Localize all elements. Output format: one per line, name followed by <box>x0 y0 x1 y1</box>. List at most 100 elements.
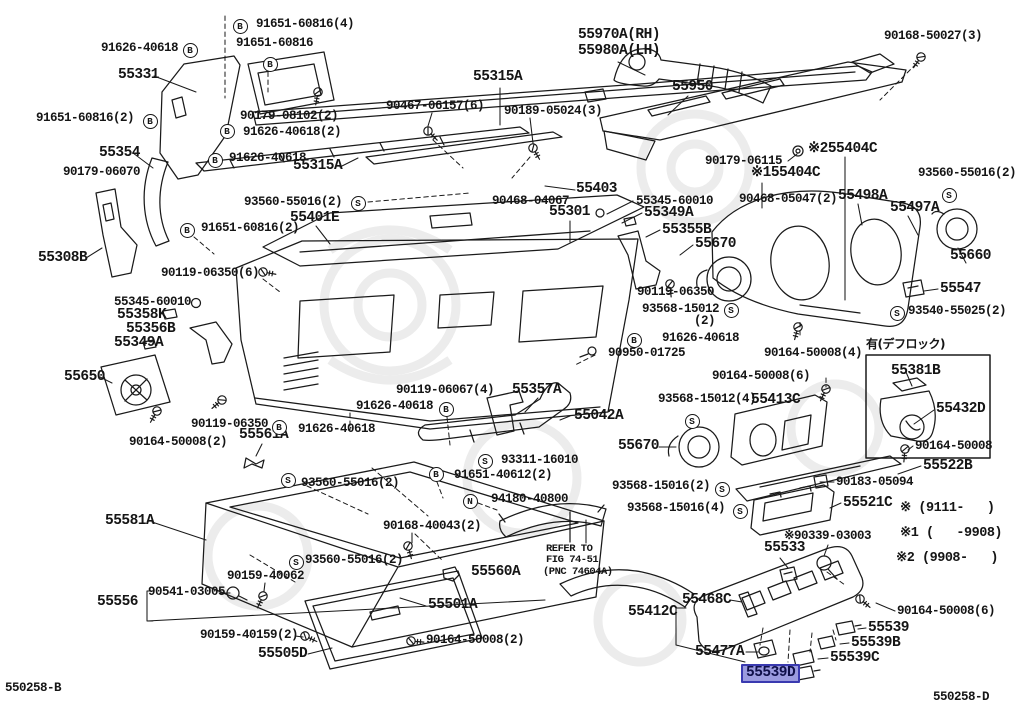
dashed-leader-lines <box>194 16 916 662</box>
part-label-90168-40043-2: 90168-40043(2) <box>383 519 482 533</box>
part-label-55650: 55650 <box>64 369 106 385</box>
part-label-55950: 55950 <box>672 79 714 95</box>
part-label-90159-40062: 90159-40062 <box>227 569 305 583</box>
part-label-55349a: 55349A <box>644 205 694 221</box>
part-label-55497a: 55497A <box>890 200 940 216</box>
callout-marker-s-icon: S <box>288 554 304 570</box>
part-drawing-55403 <box>366 132 562 164</box>
part-label-90164-50008-4: 90164-50008(4) <box>764 346 863 360</box>
part-label-550258-b: 550258-B <box>5 681 62 695</box>
part-drawing-sockets-55539-family <box>754 621 861 680</box>
part-drawing-55401e <box>263 195 644 266</box>
leader-lines <box>86 62 966 662</box>
part-label-55401e: 55401E <box>290 210 340 226</box>
part-label-90179-08102-2: 90179-08102(2) <box>240 109 339 123</box>
part-label-55354: 55354 <box>99 145 141 161</box>
callout-marker-s-icon: S <box>941 187 957 203</box>
part-label-90468-04067: 90468-04067 <box>492 194 570 208</box>
part-label-55539: 55539 <box>868 620 910 636</box>
part-label-55670: 55670 <box>695 236 737 252</box>
callout-marker-s-icon: S <box>732 503 748 519</box>
part-label-55356b: 55356B <box>126 321 176 337</box>
part-label-55315a: 55315A <box>293 158 343 174</box>
part-label-55970a-rh: 55970A(RH) <box>578 27 661 43</box>
callout-marker-n-icon: N <box>462 493 478 509</box>
part-label-2-9908: ※2 (9908- ) <box>896 551 999 566</box>
part-drawing-55670-vent-lower <box>668 427 719 467</box>
watermark-pattern <box>208 114 879 662</box>
callout-marker-b-icon: B <box>232 18 248 34</box>
part-label-pnc-74604a: (PNC 74604A) <box>543 566 613 578</box>
part-label-91626-40618: 91626-40618 <box>229 151 307 165</box>
part-label-note: 有(デフロック) <box>866 337 945 351</box>
part-label-55477a: 55477A <box>695 644 745 660</box>
part-drawing-55498a-bezel <box>712 191 920 326</box>
part-label-93311-16010: 93311-16010 <box>501 453 579 467</box>
callout-marker-s-icon: S <box>889 305 905 321</box>
part-drawing-55533-clip <box>780 567 797 582</box>
part-label-91651-60816-2: 91651-60816(2) <box>201 221 300 235</box>
part-label-90179-06115: 90179-06115 <box>705 154 783 168</box>
part-drawing-55650-speaker <box>101 355 170 415</box>
part-label-1-9908: ※1 ( -9908) <box>900 526 1003 541</box>
part-label-55345-60010: 55345-60010 <box>636 194 714 208</box>
part-label-91626-40618-2: 91626-40618(2) <box>243 125 342 139</box>
part-label-55403: 55403 <box>576 181 618 197</box>
callout-marker-s-icon: S <box>684 413 700 429</box>
part-label-93560-55016-2: 93560-55016(2) <box>301 476 400 490</box>
part-label-93560-55016-2: 93560-55016(2) <box>305 553 404 567</box>
part-label-91651-60816-4: 91651-60816(4) <box>256 17 355 31</box>
part-label-55432d: 55432D <box>936 401 986 417</box>
part-label-90164-50008-6: 90164-50008(6) <box>712 369 811 383</box>
part-label-55468c: 55468C <box>682 592 732 608</box>
part-label-93560-55016-2: 93560-55016(2) <box>918 166 1017 180</box>
callout-marker-b-icon: B <box>271 419 287 435</box>
part-drawing-55315a <box>196 127 529 171</box>
part-label-90168-50027-3: 90168-50027(3) <box>884 29 983 43</box>
part-label-90164-50008-6: 90164-50008(6) <box>897 604 996 618</box>
part-label-90950-01725: 90950-01725 <box>608 346 686 360</box>
part-label-55539c: 55539C <box>830 650 880 666</box>
part-label-90119-06350: 90119-06350 <box>637 285 715 299</box>
part-drawing-55522b <box>736 456 901 501</box>
part-drawing-55412c-panel <box>694 547 863 652</box>
part-label-155404c: ※155404C <box>751 165 821 181</box>
callout-marker-s-icon: S <box>477 453 493 469</box>
callout-marker-s-icon: S <box>280 472 296 488</box>
callout-marker-b-icon: B <box>219 123 235 139</box>
part-label-55349a: 55349A <box>114 335 164 351</box>
part-label-90119-06350: 90119-06350 <box>191 417 269 431</box>
callout-marker-b-icon: B <box>179 222 195 238</box>
part-label-55521c: 55521C <box>843 495 893 511</box>
part-label-55381b: 55381B <box>891 363 941 379</box>
callout-marker-b-icon: B <box>142 113 158 129</box>
part-label-91626-40618: 91626-40618 <box>662 331 740 345</box>
part-drawing-55468c-trim <box>739 592 757 617</box>
part-label-55498a: 55498A <box>838 188 888 204</box>
part-label-93568-15016-2: 93568-15016(2) <box>612 479 711 493</box>
part-label-90339-03003: ※90339-03003 <box>784 529 872 543</box>
part-label-55980a-lh: 55980A(LH) <box>578 43 661 59</box>
part-label-55042a: 55042A <box>574 408 624 424</box>
part-label-55358k: 55358K <box>117 307 167 323</box>
part-label-255404c: ※255404C <box>808 141 878 157</box>
part-label-90119-06067-4: 90119-06067(4) <box>396 383 495 397</box>
callout-marker-s-icon: S <box>723 302 739 318</box>
part-label-55357a: 55357A <box>512 382 562 398</box>
part-drawing-90183-clip <box>814 475 828 488</box>
part-label-90189-05024-3: 90189-05024(3) <box>504 104 603 118</box>
part-drawing-55970a <box>614 49 771 103</box>
callout-marker-b-icon: B <box>428 466 444 482</box>
part-label-93568-15012-4: 93568-15012(4) <box>658 392 757 406</box>
callout-marker-b-icon: B <box>182 42 198 58</box>
part-label-55412c: 55412C <box>628 604 678 620</box>
part-label-55413c: 55413C <box>751 392 801 408</box>
part-label-55581a: 55581A <box>105 513 155 529</box>
selected-part-label-55539d[interactable]: 55539D <box>741 664 801 684</box>
part-label-90159-40159-2: 90159-40159(2) <box>200 628 299 642</box>
part-drawing-55413c <box>731 395 827 465</box>
part-drawing-55354 <box>144 158 169 246</box>
part-label-55505d: 55505D <box>258 646 308 662</box>
